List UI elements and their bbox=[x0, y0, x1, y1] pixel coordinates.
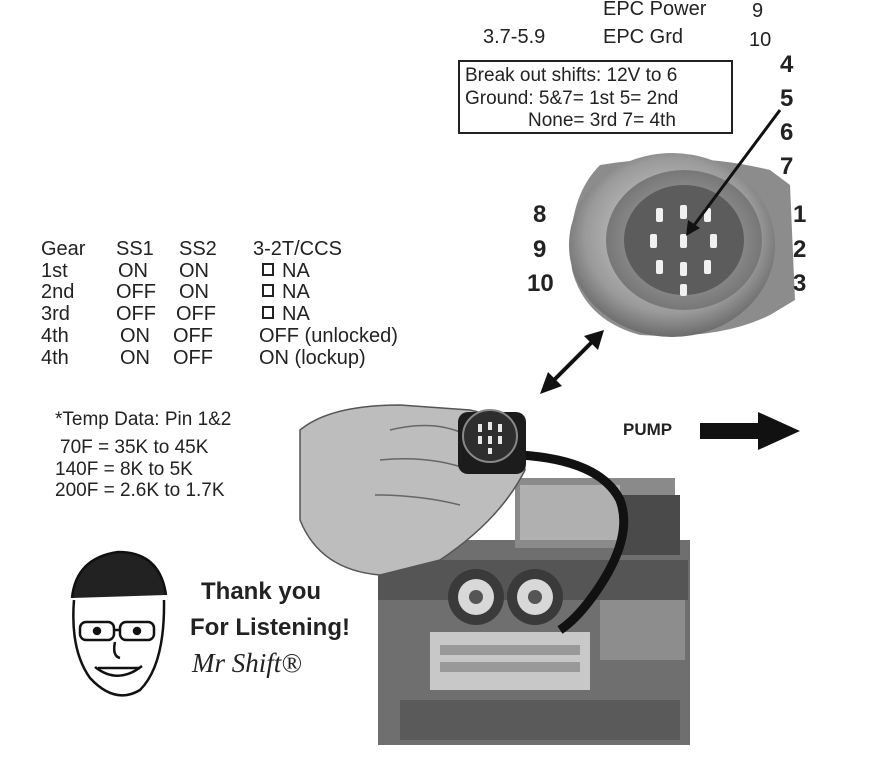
square-icon bbox=[262, 263, 274, 276]
breakout-line-3: None= 3rd 7= 4th bbox=[528, 110, 676, 131]
gear-header-ss1: SS1 bbox=[116, 238, 154, 260]
gear-row-2-gear: 2nd bbox=[41, 281, 75, 303]
valve-body-photo bbox=[378, 450, 690, 745]
pin-label-9: 9 bbox=[533, 236, 547, 263]
pin-label-4: 4 bbox=[780, 51, 794, 78]
epc-grd-label: EPC Grd bbox=[603, 26, 684, 48]
temp-row-200f: 200F = 2.6K to 1.7K bbox=[55, 480, 225, 501]
pin-label-3: 3 bbox=[793, 270, 807, 297]
gear-row-3-ccs: NA bbox=[262, 303, 310, 326]
double-arrow bbox=[550, 338, 596, 384]
mr-shift-signature: Mr Shift® bbox=[192, 648, 302, 678]
hand-holding-connector bbox=[299, 404, 526, 576]
connector-pins bbox=[650, 205, 717, 296]
breakout-line-2: Ground: 5&7= 1st 5= 2nd bbox=[465, 88, 679, 109]
gear-row-3-gear: 3rd bbox=[41, 303, 70, 325]
gear-row-4-gear: 4th bbox=[41, 325, 69, 347]
gear-row-2-ccs: NA bbox=[262, 281, 310, 304]
pin-label-5: 5 bbox=[780, 85, 794, 112]
pin-label-10: 10 bbox=[527, 270, 554, 297]
gear-row-1-gear: 1st bbox=[41, 260, 68, 282]
gear-row-4-ccs: OFF (unlocked) bbox=[259, 325, 398, 347]
epc-power-label: EPC Power bbox=[603, 0, 707, 20]
epc-power-pin: 9 bbox=[752, 0, 764, 22]
pin-label-1: 1 bbox=[793, 201, 807, 228]
pump-arrow-head bbox=[758, 412, 800, 450]
epc-grd-pin: 10 bbox=[749, 29, 772, 51]
gear-row-5-gear: 4th bbox=[41, 347, 69, 369]
square-icon bbox=[262, 306, 274, 319]
thank-you-line-1: Thank you bbox=[201, 578, 322, 605]
gear-row-3-ss2: OFF bbox=[176, 303, 216, 325]
gear-row-2-ss1: OFF bbox=[116, 281, 156, 303]
square-icon bbox=[262, 284, 274, 297]
pump-label: PUMP bbox=[623, 420, 673, 439]
breakout-box: Break out shifts: 12V to 6 Ground: 5&7= … bbox=[458, 60, 733, 134]
pin-label-2: 2 bbox=[793, 236, 807, 263]
gear-row-3-ss1: OFF bbox=[116, 303, 156, 325]
temp-row-140f: 140F = 8K to 5K bbox=[55, 459, 193, 480]
pin-label-7: 7 bbox=[780, 153, 794, 180]
pin-label-6: 6 bbox=[780, 119, 794, 146]
temp-data-title: *Temp Data: Pin 1&2 bbox=[55, 409, 232, 430]
pin-pointer-line bbox=[690, 109, 782, 229]
pin-label-8: 8 bbox=[533, 201, 547, 228]
gear-row-1-ss2: ON bbox=[179, 260, 209, 282]
breakout-line-1: Break out shifts: 12V to 6 bbox=[465, 65, 678, 86]
temp-row-70f: 70F = 35K to 45K bbox=[60, 437, 209, 458]
gear-row-4-ss1: ON bbox=[120, 325, 150, 347]
gear-row-1-ss1: ON bbox=[118, 260, 148, 282]
epc-grd-range: 3.7-5.9 bbox=[483, 26, 546, 48]
gear-row-5-ss2: OFF bbox=[173, 347, 213, 369]
gear-row-5-ss1: ON bbox=[120, 347, 150, 369]
gear-header-gear: Gear bbox=[41, 238, 86, 260]
gear-row-5-ccs: ON (lockup) bbox=[259, 347, 366, 369]
mr-shift-cartoon bbox=[70, 550, 168, 697]
gear-header-ss2: SS2 bbox=[179, 238, 217, 260]
thank-you-line-2: For Listening! bbox=[190, 614, 350, 641]
gear-header-ccs: 3-2T/CCS bbox=[253, 238, 342, 260]
pump-arrow-shaft bbox=[700, 423, 760, 439]
gear-row-1-ccs: NA bbox=[262, 260, 310, 283]
gear-row-2-ss2: ON bbox=[179, 281, 209, 303]
gear-row-4-ss2: OFF bbox=[173, 325, 213, 347]
